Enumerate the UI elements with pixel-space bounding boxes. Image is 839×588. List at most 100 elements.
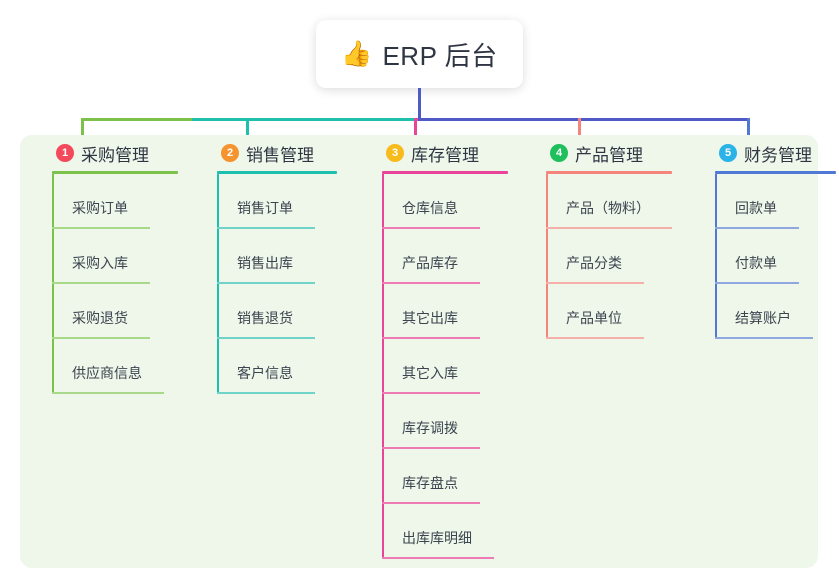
list-item-label: 其它出库 (402, 310, 458, 326)
list-item[interactable]: 结算账户 (715, 284, 839, 339)
list-item-rule (546, 282, 644, 284)
list-item-label: 采购入库 (72, 255, 128, 271)
column-header-5[interactable]: 5 财务管理 (701, 135, 839, 171)
list-item[interactable]: 产品单位 (546, 284, 707, 339)
connector-drop-2 (246, 118, 249, 145)
list-item-rule (546, 227, 672, 229)
list-item[interactable]: 供应商信息 (52, 339, 208, 394)
column-header-3[interactable]: 3 库存管理 (368, 135, 543, 171)
list-item-rule (382, 337, 480, 339)
column-spine-1 (52, 174, 54, 394)
connector-bus-segment-2 (192, 118, 414, 121)
list-item[interactable]: 销售出库 (217, 229, 373, 284)
list-item-rule (715, 337, 813, 339)
list-item-rule (382, 557, 494, 559)
column-badge-1: 1 (56, 144, 74, 162)
connector-drop-5 (747, 118, 750, 145)
list-item[interactable]: 产品（物料） (546, 174, 707, 229)
list-item[interactable]: 产品库存 (382, 229, 543, 284)
column-rule-5 (715, 171, 836, 174)
list-item-rule (382, 227, 480, 229)
column-header-2[interactable]: 2 销售管理 (203, 135, 373, 171)
list-item[interactable]: 库存调拨 (382, 394, 543, 449)
thumbs-up-icon: 👍 (341, 39, 373, 68)
connector-drop-1 (81, 118, 84, 145)
list-item-rule (546, 337, 644, 339)
column-rule-4 (546, 171, 672, 174)
list-item-rule (382, 502, 480, 504)
list-item[interactable]: 销售订单 (217, 174, 373, 229)
list-item[interactable]: 采购入库 (52, 229, 208, 284)
column-title-5: 财务管理 (744, 145, 812, 165)
list-item-label: 产品（物料） (566, 200, 650, 216)
list-item-label: 产品单位 (566, 310, 622, 326)
list-item-rule (217, 392, 315, 394)
root-node[interactable]: 👍 ERP 后台 (316, 20, 523, 88)
column-header-1[interactable]: 1 采购管理 (38, 135, 208, 171)
list-item-label: 产品库存 (402, 255, 458, 271)
column-product: 4 产品管理 产品（物料） 产品分类 产品单位 (532, 135, 707, 339)
list-item[interactable]: 付款单 (715, 229, 839, 284)
list-item-rule (715, 282, 799, 284)
list-item-label: 销售订单 (237, 200, 293, 216)
list-item-rule (217, 227, 315, 229)
list-item-rule (715, 227, 799, 229)
list-item[interactable]: 库存盘点 (382, 449, 543, 504)
column-badge-4: 4 (550, 144, 568, 162)
list-item-label: 仓库信息 (402, 200, 458, 216)
list-item[interactable]: 采购订单 (52, 174, 208, 229)
column-title-2: 销售管理 (246, 145, 314, 165)
column-rule-1 (52, 171, 178, 174)
column-items-3: 仓库信息 产品库存 其它出库 其它入库 库存调拨 (382, 174, 543, 559)
list-item-label: 销售退货 (237, 310, 293, 326)
diagram-panel: 1 采购管理 采购订单 采购入库 采购退货 供应商信 (20, 135, 836, 568)
list-item-rule (382, 447, 480, 449)
column-items-5: 回款单 付款单 结算账户 (715, 174, 839, 339)
list-item[interactable]: 其它入库 (382, 339, 543, 394)
column-spine-5 (715, 174, 717, 339)
column-items-2: 销售订单 销售出库 销售退货 客户信息 (217, 174, 373, 394)
column-inventory: 3 库存管理 仓库信息 产品库存 其它出库 其它入库 (368, 135, 543, 559)
column-purchasing: 1 采购管理 采购订单 采购入库 采购退货 供应商信 (38, 135, 208, 394)
column-header-4[interactable]: 4 产品管理 (532, 135, 707, 171)
column-spine-4 (546, 174, 548, 339)
list-item[interactable]: 采购退货 (52, 284, 208, 339)
column-badge-3: 3 (386, 144, 404, 162)
list-item-rule (217, 282, 315, 284)
list-item[interactable]: 客户信息 (217, 339, 373, 394)
list-item-label: 采购订单 (72, 200, 128, 216)
list-item-label: 回款单 (735, 200, 777, 216)
list-item[interactable]: 出库库明细 (382, 504, 543, 559)
column-spine-2 (217, 174, 219, 394)
list-item-rule (52, 392, 164, 394)
connector-bus-segment-1 (81, 118, 192, 121)
column-spine-3 (382, 174, 384, 559)
list-item-label: 结算账户 (735, 310, 791, 326)
list-item[interactable]: 仓库信息 (382, 174, 543, 229)
list-item-label: 供应商信息 (72, 365, 142, 381)
column-rule-2 (217, 171, 337, 174)
list-item-label: 其它入库 (402, 365, 458, 381)
column-rule-3 (382, 171, 508, 174)
list-item[interactable]: 回款单 (715, 174, 839, 229)
list-item-label: 库存盘点 (402, 475, 458, 491)
column-items-1: 采购订单 采购入库 采购退货 供应商信息 (52, 174, 208, 394)
column-badge-5: 5 (719, 144, 737, 162)
list-item-rule (52, 227, 150, 229)
column-sales: 2 销售管理 销售订单 销售出库 销售退货 客户信息 (203, 135, 373, 394)
list-item[interactable]: 其它出库 (382, 284, 543, 339)
list-item-label: 销售出库 (237, 255, 293, 271)
column-badge-2: 2 (221, 144, 239, 162)
list-item-label: 产品分类 (566, 255, 622, 271)
list-item-label: 出库库明细 (402, 530, 472, 546)
column-title-1: 采购管理 (81, 145, 149, 165)
column-finance: 5 财务管理 回款单 付款单 结算账户 (701, 135, 839, 339)
list-item-label: 采购退货 (72, 310, 128, 326)
column-title-4: 产品管理 (575, 145, 643, 165)
root-title: ERP 后台 (382, 40, 498, 71)
list-item-rule (382, 392, 480, 394)
list-item[interactable]: 产品分类 (546, 229, 707, 284)
list-item-label: 库存调拨 (402, 420, 458, 436)
connector-drop-3 (414, 118, 417, 145)
list-item[interactable]: 销售退货 (217, 284, 373, 339)
